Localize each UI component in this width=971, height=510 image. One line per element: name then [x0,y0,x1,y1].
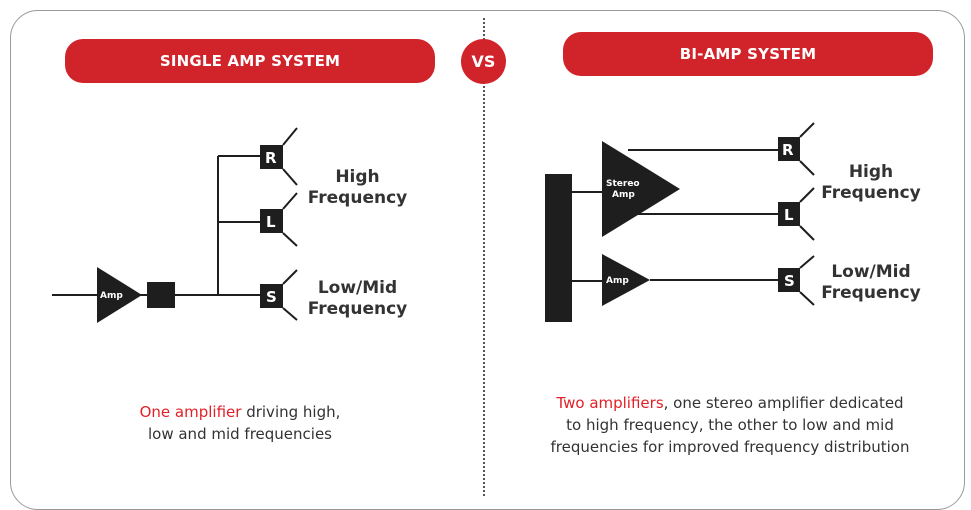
svg-text:S: S [266,288,277,306]
stereo-amp-triangle [602,141,680,237]
svg-text:Stereo: Stereo [606,179,640,189]
svg-text:Amp: Amp [606,276,629,286]
speaker-s-left [260,284,283,308]
source-bar [545,174,572,322]
speaker-r-left [260,145,283,169]
speaker-s-right [778,268,800,292]
svg-text:L: L [784,206,794,224]
amp-triangle-low [602,254,650,306]
caption-highlight: Two amplifiers [556,394,664,412]
center-divider [483,18,485,496]
crossover-box [147,282,175,308]
bi-amp-title: BI-AMP SYSTEM [563,32,933,76]
single-amp-title: SINGLE AMP SYSTEM [65,39,435,83]
bi-amp-caption: Two amplifiers, one stereo amplifier ded… [550,394,910,456]
speaker-l-right [778,202,800,226]
svg-text:Amp: Amp [612,190,635,200]
speaker-l-left [260,209,283,233]
bi-amp-diagram: Stereo Amp Amp R L S [545,122,815,322]
speaker-r-right [778,137,800,161]
svg-text:S: S [784,272,795,290]
single-amp-caption: One amplifier driving high, low and mid … [139,403,341,443]
caption-highlight: One amplifier [139,403,242,421]
amp-triangle [97,267,142,323]
svg-text:L: L [266,213,276,231]
vs-badge: VS [461,39,506,84]
svg-text:R: R [782,141,794,159]
single-amp-diagram: Amp R L S [52,127,298,323]
amp-label: Amp [100,291,123,301]
diagram-drawing: Amp R L S Stereo Amp Amp [52,122,815,323]
svg-text:R: R [265,149,277,167]
